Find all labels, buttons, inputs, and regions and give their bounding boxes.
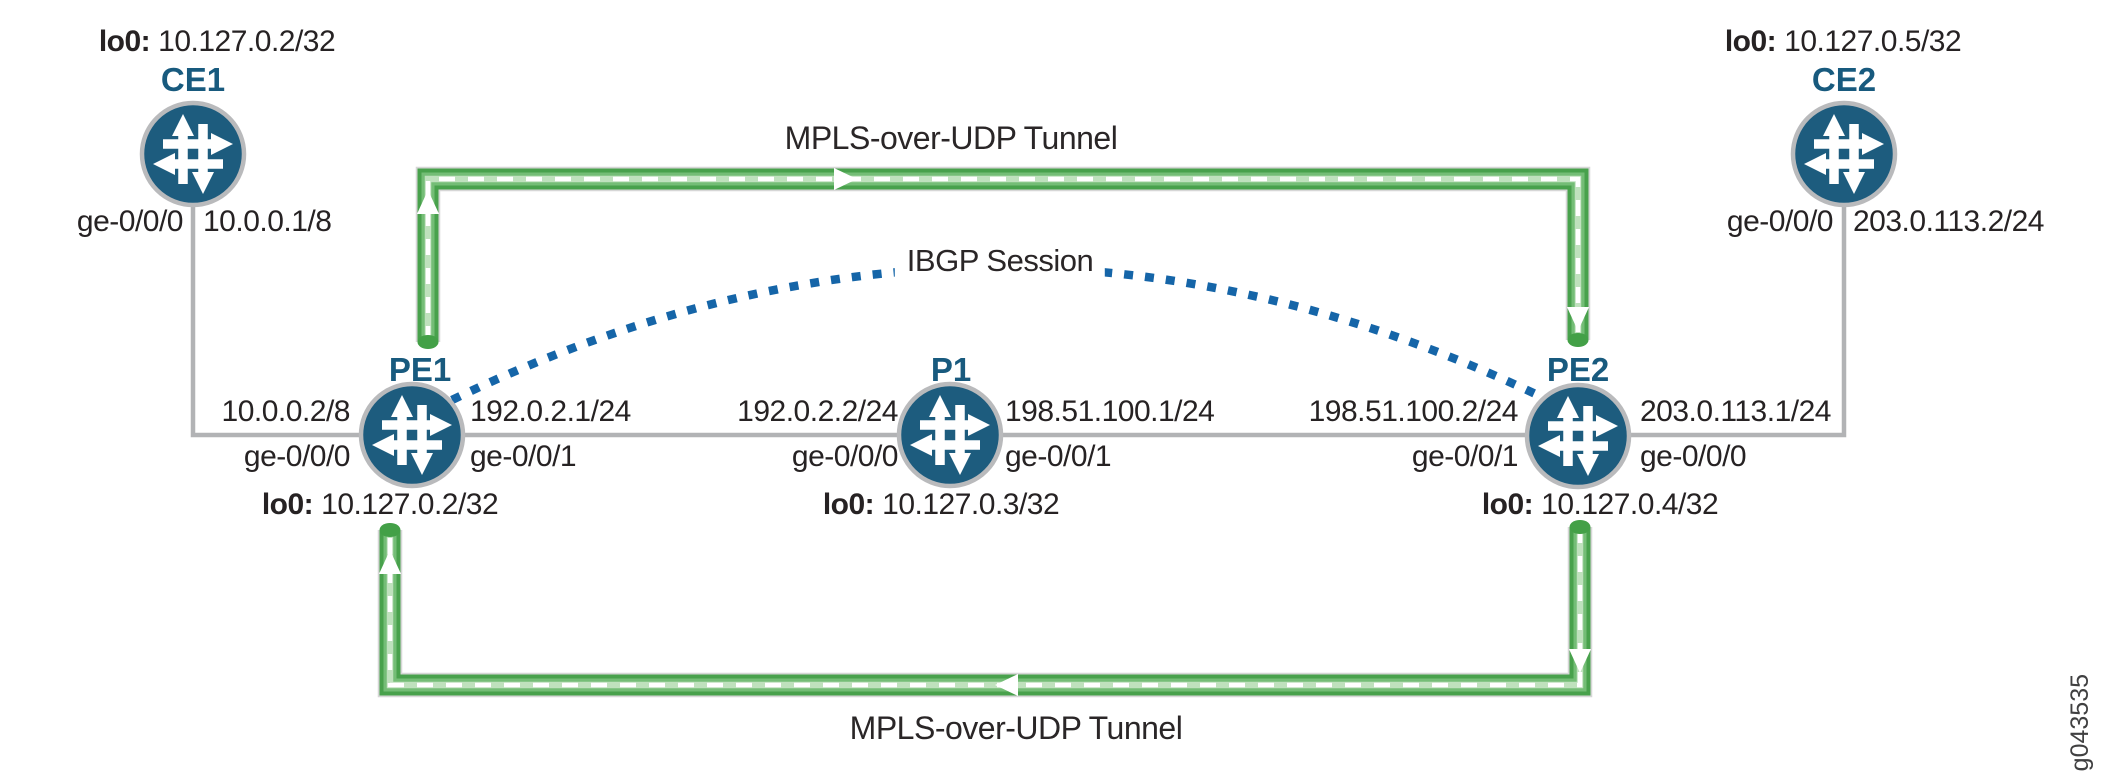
pe1-right-ip: 192.0.2.1/24 <box>470 395 631 428</box>
pe1-left-interface: ge-0/0/0 <box>243 440 351 473</box>
ce2-loopback-prefix: lo0: <box>1724 25 1777 58</box>
ce1-label: CE1 <box>160 61 226 98</box>
ce2-router-icon <box>1793 103 1895 205</box>
top-tunnel <box>415 166 1591 349</box>
top-tunnel-down-arrow <box>1567 307 1589 331</box>
bottom-tunnel-bar-core <box>386 527 1584 689</box>
bottom-tunnel-up-arrow <box>379 550 401 574</box>
p1-loopback: lo0:10.127.0.3/32 <box>822 488 1060 521</box>
pe2-label: PE2 <box>1546 351 1610 388</box>
p1-left-ip: 192.0.2.2/24 <box>737 395 898 428</box>
pe2-loopback: lo0:10.127.0.4/32 <box>1481 488 1719 521</box>
p1-label: P1 <box>930 351 972 388</box>
pe1-label: PE1 <box>388 351 452 388</box>
ce1-loopback: lo0:10.127.0.2/32 <box>98 25 336 58</box>
pe2-loopback-prefix: lo0: <box>1481 488 1534 521</box>
p1-loopback-prefix: lo0: <box>822 488 875 521</box>
p1-loopback-address: 10.127.0.3/32 <box>882 488 1060 521</box>
top-tunnel-label: MPLS-over-UDP Tunnel <box>784 120 1118 156</box>
ce2-interface-name: ge-0/0/0 <box>1726 205 1834 238</box>
pe2-left-interface: ge-0/0/1 <box>1411 440 1519 473</box>
ce1-loopback-address: 10.127.0.2/32 <box>158 25 336 58</box>
ce2-label: CE2 <box>1811 61 1877 98</box>
ce1-router-icon <box>142 103 244 205</box>
ce1-loopback-prefix: lo0: <box>98 25 151 58</box>
pe2-router-icon <box>1527 385 1629 487</box>
pe2-right-ip: 203.0.113.1/24 <box>1640 395 1831 428</box>
bottom-tunnel-bar <box>379 527 1591 696</box>
pe2-left-ip: 198.51.100.2/24 <box>1308 395 1519 428</box>
bottom-tunnel-bar-mid <box>383 527 1587 692</box>
pe1-loopback-address: 10.127.0.2/32 <box>321 488 499 521</box>
pe1-router-icon <box>361 384 463 486</box>
bottom-tunnel-left-arrow <box>995 674 1018 696</box>
ibgp-session-curve <box>450 263 1550 404</box>
pe2-right-interface: ge-0/0/0 <box>1640 440 1747 473</box>
p1-left-interface: ge-0/0/0 <box>791 440 899 473</box>
ibgp-session-label: IBGP Session <box>894 244 1106 278</box>
bottom-tunnel-down-arrow <box>1569 649 1591 673</box>
top-tunnel-end-cap-pe2 <box>1567 333 1589 347</box>
p1-right-ip: 198.51.100.1/24 <box>1005 395 1215 428</box>
pe1-loopback: lo0:10.127.0.2/32 <box>261 488 499 521</box>
bottom-tunnel-end-cap-pe1 <box>379 523 401 537</box>
bottom-tunnel-outline <box>377 527 1593 698</box>
bottom-tunnel-label: MPLS-over-UDP Tunnel <box>849 710 1183 746</box>
bottom-tunnel-end-cap-pe2 <box>1569 520 1591 534</box>
ce2-loopback-address: 10.127.0.5/32 <box>1784 25 1962 58</box>
top-tunnel-end-cap-pe1 <box>417 335 439 349</box>
pe1-right-interface: ge-0/0/1 <box>470 440 577 473</box>
top-tunnel-up-arrow <box>417 190 439 214</box>
bottom-tunnel-dashes <box>387 527 1583 688</box>
p1-right-interface: ge-0/0/1 <box>1005 440 1112 473</box>
p1-router-icon <box>899 384 1001 486</box>
ce1-interface-name: ge-0/0/0 <box>76 205 184 238</box>
bottom-tunnel <box>377 520 1593 698</box>
physical-link-line <box>190 150 1847 438</box>
pe1-loopback-prefix: lo0: <box>261 488 314 521</box>
figure-id: g043535 <box>2066 673 2094 771</box>
pe2-loopback-address: 10.127.0.4/32 <box>1541 488 1719 521</box>
ce2-loopback: lo0:10.127.0.5/32 <box>1724 25 1962 58</box>
top-tunnel-right-arrow <box>834 168 857 190</box>
ce1-interface-ip: 10.0.0.1/8 <box>203 205 332 238</box>
pe1-left-ip: 10.0.0.2/8 <box>221 395 351 428</box>
ce2-interface-ip: 203.0.113.2/24 <box>1853 205 2044 238</box>
top-tunnel-dashes <box>425 176 1581 342</box>
